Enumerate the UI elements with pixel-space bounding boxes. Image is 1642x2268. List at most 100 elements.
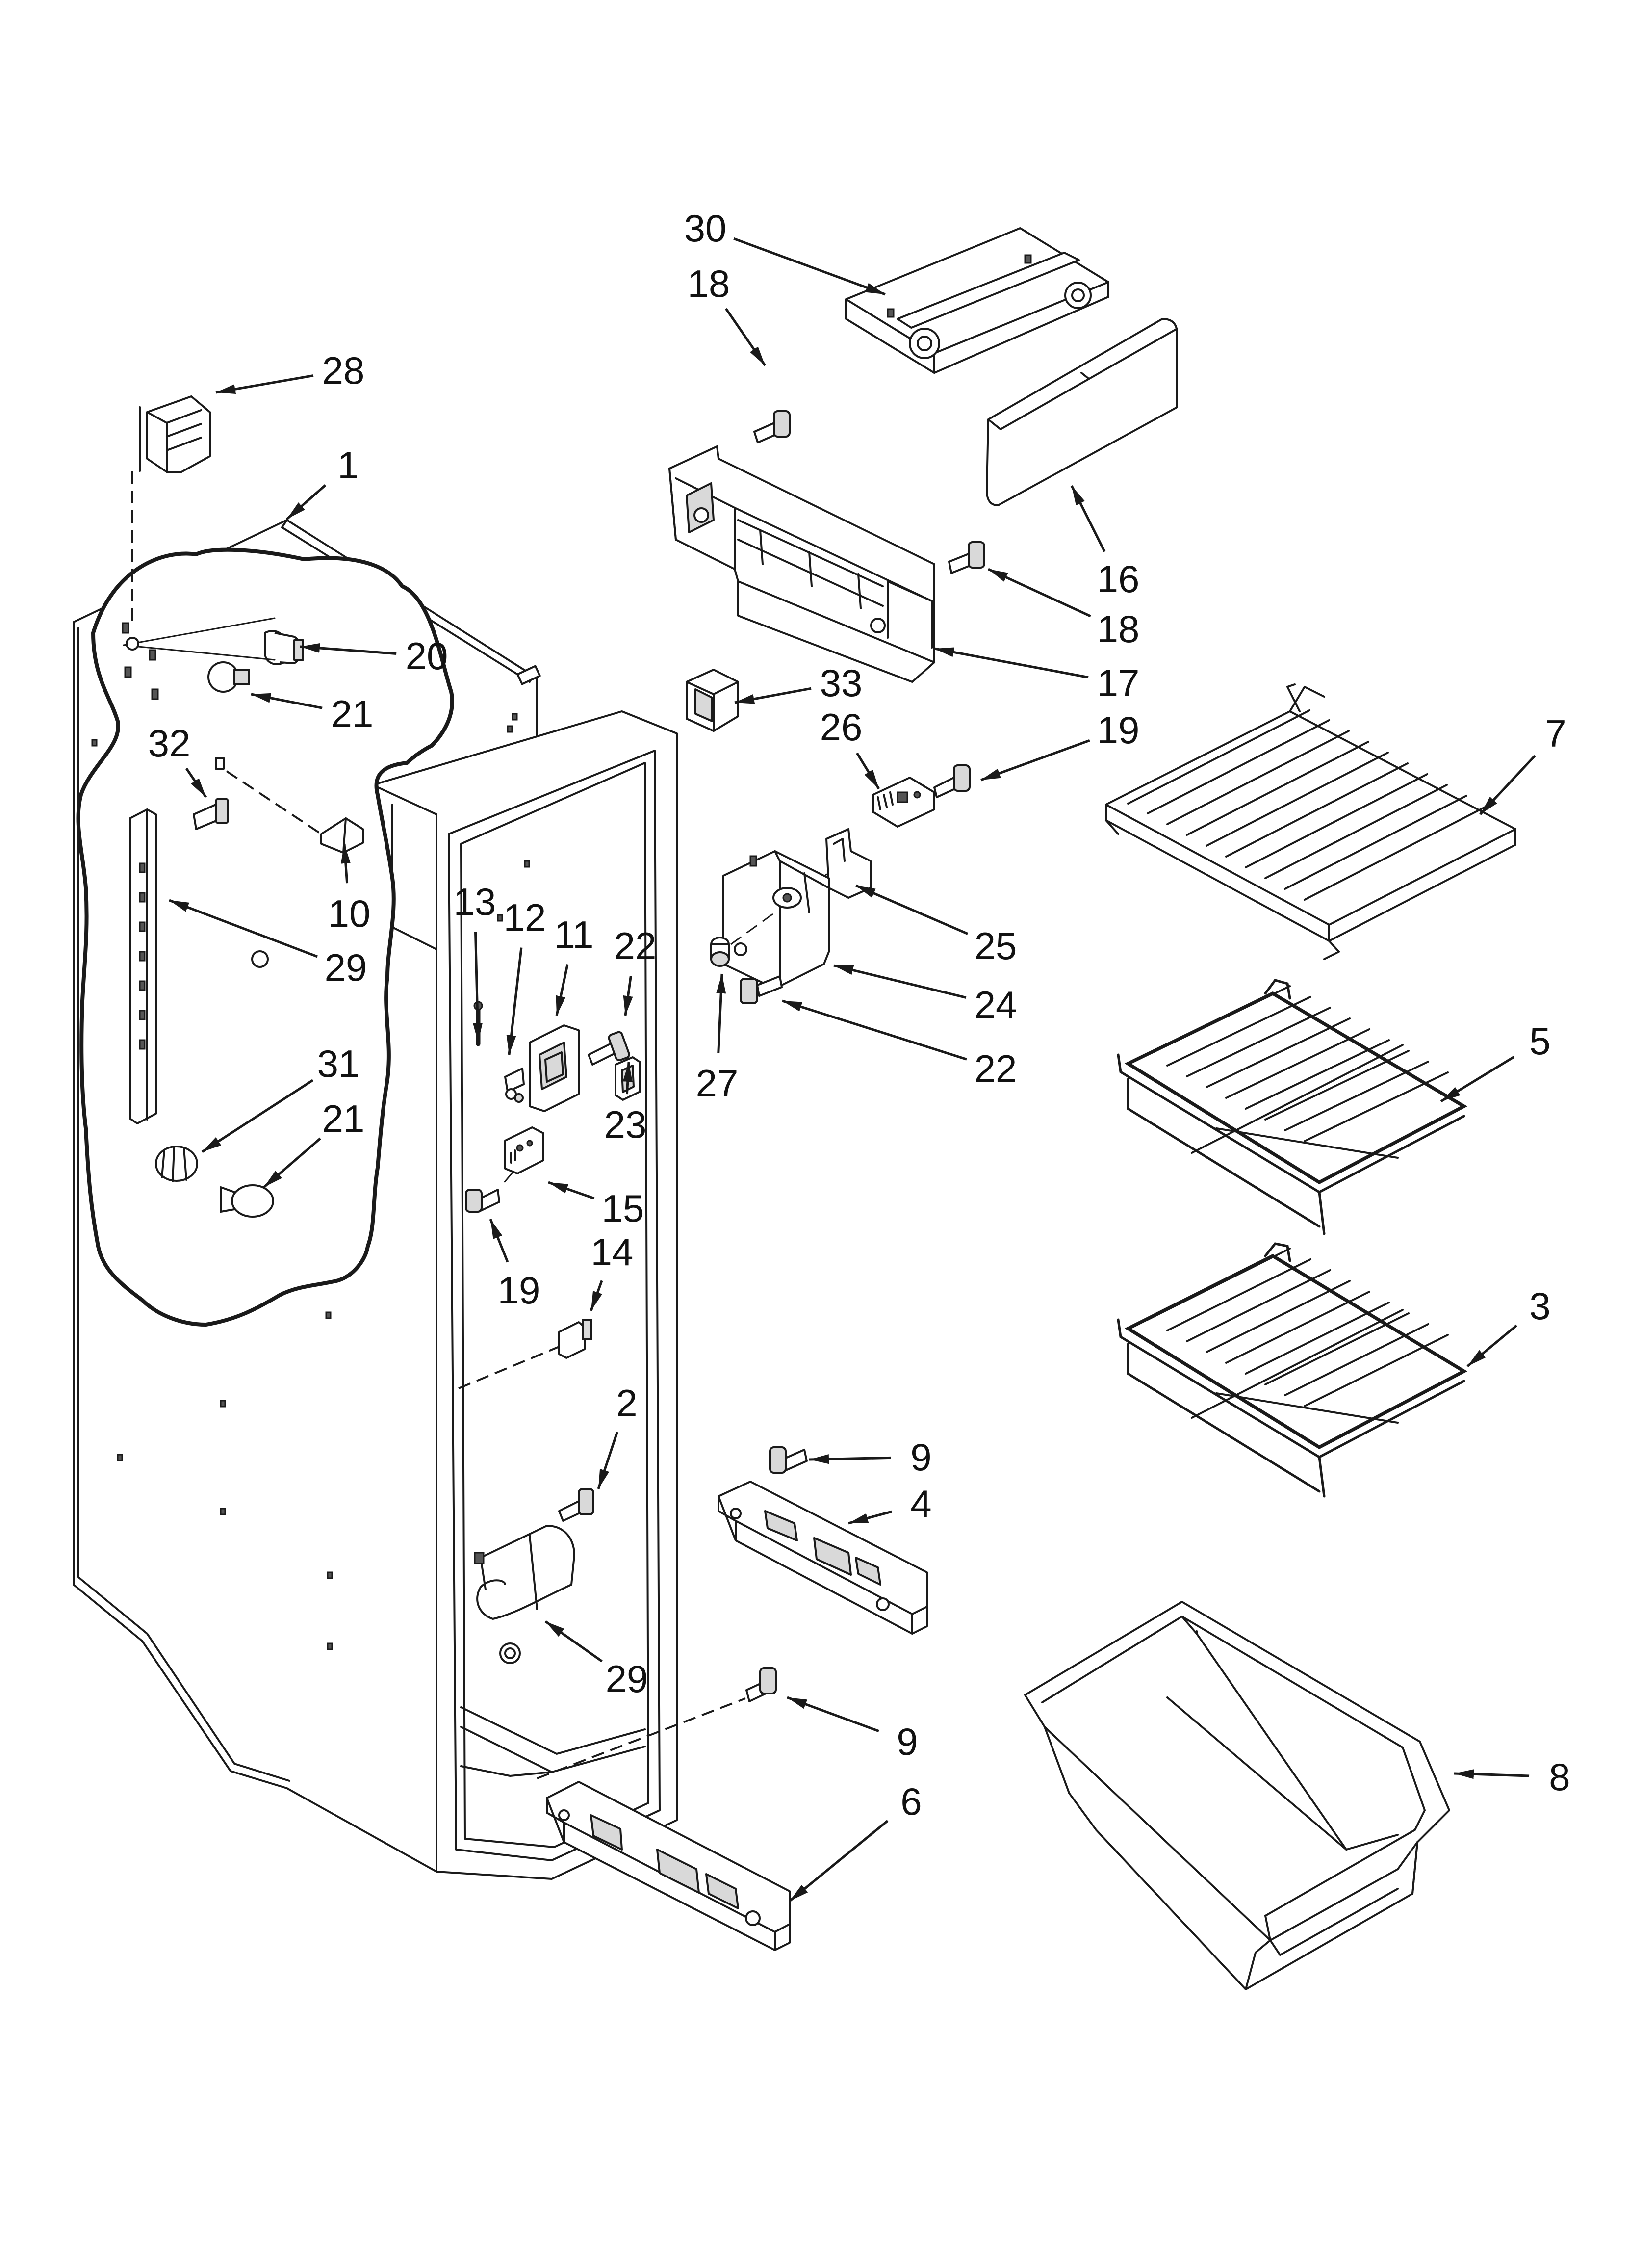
callout-leader-c13 (473, 932, 483, 1043)
callout-number-c15: 15 (602, 1187, 644, 1230)
callout-number-c21a: 21 (331, 692, 374, 735)
callout-number-c18a: 18 (688, 262, 730, 305)
callout-number-c32: 32 (148, 722, 191, 765)
callout-number-c29b: 29 (606, 1657, 648, 1700)
callout-leader-c10 (340, 843, 351, 884)
callout-number-c7: 7 (1545, 712, 1566, 755)
callout-number-c22a: 22 (614, 924, 657, 967)
part-22-screw-lower (740, 975, 783, 1004)
callout-leader-c4 (848, 1510, 892, 1525)
callout-number-c9a: 9 (910, 1435, 931, 1479)
callout-leader-c27 (716, 973, 726, 1053)
callout-leader-c17 (934, 647, 1089, 679)
part-2-screw (558, 1488, 594, 1522)
callout-leader-c22b (782, 999, 967, 1061)
part-5-wire-shelf (1117, 979, 1468, 1235)
part-4-cover-rail (718, 1481, 928, 1635)
part-30-control-cover (845, 227, 1109, 374)
part-19-screw-lower (465, 1189, 500, 1213)
callout-number-c28: 28 (322, 349, 365, 392)
callout-number-c1: 1 (337, 443, 359, 487)
callout-leader-c14 (590, 1280, 603, 1311)
callout-leader-c16 (1070, 485, 1106, 552)
callout-leader-c31 (201, 1079, 314, 1153)
callout-number-c9b: 9 (897, 1720, 918, 1763)
part-28-light-shield (139, 395, 211, 473)
callout-number-c31: 31 (317, 1042, 360, 1085)
callout-leader-c12 (506, 947, 523, 1055)
callout-leader-c6 (789, 1820, 889, 1902)
part-24-control-housing (722, 850, 830, 990)
callout-number-c12: 12 (504, 896, 546, 939)
part-26-electronic-board (872, 777, 935, 828)
part-21-light-bulb-lower (220, 1184, 274, 1218)
callout-number-c11: 11 (554, 913, 594, 956)
callout-leader-c19b (489, 1219, 509, 1263)
callout-leader-c23 (622, 1062, 633, 1095)
callout-leader-c26 (856, 752, 880, 790)
part-27-knob-shaft (710, 937, 730, 967)
part-32-screw (193, 798, 229, 830)
callout-number-c10: 10 (328, 892, 371, 935)
callout-leader-c5 (1440, 1056, 1515, 1103)
callout-number-c29a: 29 (325, 946, 367, 989)
callout-number-c13: 13 (454, 880, 496, 923)
callout-leader-c24 (833, 964, 967, 999)
part-11-switch-housing (529, 1024, 580, 1112)
part-20-light-socket (264, 630, 304, 665)
callout-number-c14: 14 (591, 1230, 634, 1274)
part-15-control-board (504, 1126, 544, 1174)
callout-leader-c21a (251, 693, 323, 709)
part-7-wire-shelf (1105, 683, 1516, 960)
callout-number-c4: 4 (910, 1482, 931, 1525)
callout-number-c24: 24 (975, 983, 1017, 1026)
part-18-screw-lower (948, 541, 985, 574)
callout-leader-c1 (286, 484, 327, 520)
part-33-bracket (686, 669, 739, 732)
callout-number-c33: 33 (820, 661, 863, 704)
part-14-connector (558, 1319, 592, 1359)
callout-leader-c30 (733, 237, 886, 296)
callout-number-c30: 30 (684, 207, 727, 250)
callout-leader-c25 (855, 884, 969, 935)
callout-leader-c29a (169, 899, 318, 958)
callout-number-c21b: 21 (322, 1097, 365, 1140)
callout-number-c25: 25 (975, 924, 1017, 967)
part-22-screw-upper (588, 1031, 630, 1066)
callout-number-c6: 6 (900, 1780, 922, 1823)
part-3-wire-shelf (1117, 1242, 1468, 1498)
part-16-panel (986, 318, 1178, 506)
callout-leader-c29b (544, 1620, 603, 1663)
part-25-bracket (825, 828, 872, 899)
callout-leader-c22a (623, 976, 633, 1016)
callout-number-c16: 16 (1097, 557, 1140, 600)
callout-leader-c9a (809, 1454, 891, 1464)
callout-leader-c9b (787, 1696, 879, 1732)
callout-number-c5: 5 (1529, 1019, 1550, 1063)
callout-number-c20: 20 (406, 634, 448, 678)
callout-leader-c15 (548, 1181, 595, 1199)
cutaway-tabs (122, 622, 159, 700)
callout-number-c8: 8 (1549, 1755, 1570, 1799)
part-12-switch-spring (504, 1068, 525, 1103)
part-9-screw-lower (745, 1667, 777, 1702)
callout-number-c26: 26 (820, 705, 863, 749)
callout-number-c17: 17 (1097, 661, 1140, 704)
callout-number-c19a: 19 (1097, 708, 1140, 752)
callout-leader-c32 (185, 767, 207, 798)
part-6-cover-rail (546, 1781, 791, 1951)
callout-leader-c3 (1466, 1324, 1517, 1367)
callout-leader-c33 (734, 687, 812, 704)
callout-leader-c2 (597, 1432, 618, 1489)
callout-number-c22b: 22 (975, 1047, 1017, 1090)
part-21-light-bulb-upper (207, 661, 250, 693)
callout-leader-c28 (215, 374, 314, 394)
part-19-screw-upper (933, 764, 971, 798)
callout-number-c3: 3 (1529, 1284, 1550, 1328)
callout-leader-c11 (555, 964, 569, 1016)
part-18-screw-upper (753, 410, 791, 443)
part-29-side-rail (129, 808, 157, 1124)
callout-number-c19b: 19 (498, 1269, 540, 1312)
callout-number-c27: 27 (696, 1062, 739, 1105)
